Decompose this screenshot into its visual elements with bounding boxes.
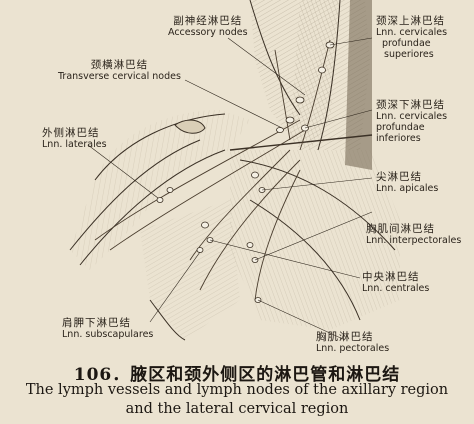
label-central-zh: 中央淋巴结 [362, 271, 420, 283]
label-cervical-sup-la2: profundae [382, 38, 431, 49]
label-pectoral-la: Lnn. pectorales [316, 343, 390, 354]
label-subscapular-la: Lnn. subscapulares [62, 329, 154, 340]
label-interpectoral-nodes: 胸肌间淋巴结 Lnn. interpectorales [366, 223, 462, 247]
label-cervical-sup-zh: 颈深上淋巴结 [376, 15, 445, 27]
lymph-nodes [156, 41, 335, 303]
lymph-vessels [94, 39, 331, 301]
label-cervical-inf-la3: inferiores [376, 133, 421, 144]
label-accessory-la: Accessory nodes [168, 27, 248, 38]
figure-caption-line2: and the lateral cervical region [125, 401, 349, 417]
label-accessory-zh: 副神经淋巴结 [173, 15, 243, 27]
label-accessory-nodes: 副神经淋巴结 Accessory nodes [168, 15, 248, 39]
label-pectoral-nodes: 胸肌淋巴结 Lnn. pectorales [316, 331, 390, 355]
label-lateral-la: Lnn. laterales [42, 139, 107, 150]
leader-lines [87, 37, 373, 341]
label-transverse-la: Transverse cervical nodes [58, 71, 181, 82]
scapular-region [140, 200, 240, 341]
label-subscapular-zh: 肩胛下淋巴结 [62, 317, 131, 329]
label-apical-zh: 尖淋巴结 [376, 171, 422, 183]
label-central-la: Lnn. centrales [362, 283, 430, 294]
label-cervical-inf-la2: profundae [376, 122, 425, 133]
figure-caption-line1: The lymph vessels and lymph nodes of the… [25, 382, 449, 398]
label-lateral-zh: 外侧淋巴结 [42, 127, 100, 139]
label-cervical-inferior: 颈深下淋巴结 Lnn. cervicales profundae inferio… [376, 99, 448, 145]
label-apical-la: Lnn. apicales [376, 183, 439, 194]
label-pectoral-zh: 胸肌淋巴结 [316, 331, 374, 343]
label-interpectoral-la: Lnn. interpectorales [366, 235, 462, 246]
label-cervical-superior: 颈深上淋巴结 Lnn. cervicales profundae superio… [376, 15, 448, 61]
label-lateral-nodes: 外侧淋巴结 Lnn. laterales [42, 127, 107, 151]
label-cervical-inf-zh: 颈深下淋巴结 [376, 99, 445, 111]
label-cervical-sup-la3: superiores [384, 49, 434, 60]
label-subscapular-nodes: 肩胛下淋巴结 Lnn. subscapulares [62, 317, 154, 341]
label-interpectoral-zh: 胸肌间淋巴结 [366, 223, 435, 235]
figure-caption-title: 106．腋区和颈外侧区的淋巴管和淋巴结 [73, 365, 401, 385]
label-cervical-sup-la1: Lnn. cervicales [376, 27, 448, 38]
chest-region [229, 134, 400, 330]
label-central-nodes: 中央淋巴结 Lnn. centrales [362, 271, 430, 295]
shoulder-arm-region [69, 110, 250, 270]
label-transverse-cervical: 颈横淋巴结 Transverse cervical nodes [58, 59, 181, 83]
label-cervical-inf-la1: Lnn. cervicales [376, 111, 448, 122]
neck-region [249, 0, 372, 170]
label-transverse-zh: 颈横淋巴结 [90, 59, 149, 71]
label-apical-nodes: 尖淋巴结 Lnn. apicales [376, 171, 439, 195]
